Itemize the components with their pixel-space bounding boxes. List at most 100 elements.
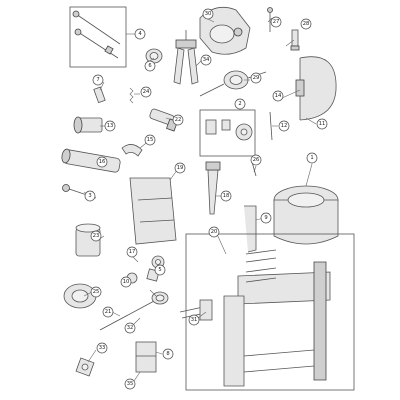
callout-7-label: 7 <box>96 77 99 83</box>
callout-10-label: 10 <box>123 279 130 285</box>
callout-35-label: 35 <box>127 381 134 387</box>
callout-12: 12 <box>278 120 290 132</box>
callout-31-label: 31 <box>191 317 198 323</box>
callout-11-label: 11 <box>319 121 326 127</box>
callout-6-label: 6 <box>148 63 151 69</box>
part-28-drift <box>290 29 300 51</box>
part-4-frame <box>69 6 127 68</box>
callout-14-label: 14 <box>275 93 282 99</box>
callout-8: 8 <box>162 348 174 360</box>
part-14-clamp <box>295 56 337 121</box>
callout-17: 17 <box>126 246 138 258</box>
part-29-spanner <box>199 70 267 97</box>
callout-22: 22 <box>172 114 184 126</box>
callout-3-label: 3 <box>88 193 91 199</box>
callout-4-label: 4 <box>138 31 142 37</box>
callout-25: 25 <box>90 286 102 298</box>
callout-27-label: 27 <box>273 19 280 25</box>
callout-15: 15 <box>144 134 156 146</box>
part-20-engine-stand-assembly <box>185 233 355 391</box>
callout-16-label: 16 <box>99 159 106 165</box>
callout-13: 13 <box>104 120 116 132</box>
callout-28: 28 <box>300 18 312 30</box>
part-35-plate <box>135 341 157 373</box>
callout-30-label: 30 <box>205 11 212 17</box>
callout-34: 34 <box>200 54 212 66</box>
part-20-frame <box>185 233 355 391</box>
part-13-puller-head <box>73 116 103 134</box>
callout-26: 26 <box>250 154 262 166</box>
callout-10: 10 <box>120 276 132 288</box>
callout-27: 27 <box>270 16 282 28</box>
part-34-two-arm-puller <box>173 30 199 85</box>
callout-29-label: 29 <box>253 75 260 81</box>
bolt-long <box>75 13 121 45</box>
callout-32: 32 <box>124 322 136 334</box>
part-4-bolt-set <box>69 6 127 68</box>
callout-22-label: 22 <box>175 117 182 123</box>
callout-1: 1 <box>306 152 318 164</box>
callout-33-label: 33 <box>99 345 106 351</box>
callout-19: 19 <box>174 162 186 174</box>
callout-25-label: 25 <box>93 289 100 295</box>
callout-20-label: 20 <box>211 229 218 235</box>
callout-13-label: 13 <box>107 123 114 129</box>
callout-16: 16 <box>96 156 108 168</box>
callout-31: 31 <box>188 314 200 326</box>
callouts: 4 30 27 28 6 34 29 14 7 24 2 13 22 12 11… <box>84 8 328 390</box>
part-25-puller-ring <box>63 283 97 309</box>
part-30-puller-housing <box>199 6 251 55</box>
callout-23-label: 23 <box>93 233 100 239</box>
callout-2-label: 2 <box>238 101 241 107</box>
callout-6: 6 <box>144 60 156 72</box>
callout-2: 2 <box>234 98 246 110</box>
part-19-stand <box>129 177 177 245</box>
callout-5: 5 <box>154 264 166 276</box>
callout-34-label: 34 <box>203 57 210 63</box>
part-24-spring <box>129 87 134 104</box>
callout-14: 14 <box>272 90 284 102</box>
part-26-pin <box>251 161 257 177</box>
callout-33: 33 <box>96 342 108 354</box>
callout-21: 21 <box>102 306 114 318</box>
callout-7: 7 <box>92 74 104 86</box>
part-18-adjust-tool <box>205 161 221 215</box>
callout-18: 18 <box>220 190 232 202</box>
part-9-bent-rod <box>244 205 257 253</box>
callout-21-label: 21 <box>105 309 112 315</box>
part-12-pin-rod <box>269 111 273 141</box>
part-16-tube <box>61 148 121 173</box>
part-15-tool <box>121 144 143 157</box>
part-1-bell-housing <box>273 185 339 245</box>
callout-19-label: 19 <box>177 165 184 171</box>
callout-5-label: 5 <box>158 267 161 273</box>
callout-26-label: 26 <box>253 157 260 163</box>
callout-18-label: 18 <box>223 193 230 199</box>
leader-lines <box>83 17 327 385</box>
callout-9-label: 9 <box>264 215 267 221</box>
part-33-locknut <box>75 357 95 377</box>
part-7-pin <box>93 86 106 104</box>
callout-4: 4 <box>134 28 146 40</box>
callout-8-label: 8 <box>166 351 169 357</box>
callout-12-label: 12 <box>281 123 288 129</box>
part-21-long-spanner <box>99 291 169 331</box>
callout-17-label: 17 <box>129 249 136 255</box>
callout-1-label: 1 <box>310 155 313 161</box>
callout-9: 9 <box>260 212 272 224</box>
callout-35: 35 <box>124 378 136 390</box>
callout-24: 24 <box>140 86 152 98</box>
callout-15-label: 15 <box>147 137 154 143</box>
callout-28-label: 28 <box>303 21 310 27</box>
callout-30: 30 <box>202 8 214 20</box>
callout-3: 3 <box>84 190 96 202</box>
callout-11: 11 <box>316 118 328 130</box>
part-27-pin <box>267 7 273 32</box>
part-2-locking-tools <box>199 109 256 157</box>
callout-23: 23 <box>90 230 102 242</box>
callout-29: 29 <box>250 72 262 84</box>
callout-32-label: 32 <box>127 325 134 331</box>
bolt-short <box>77 31 119 59</box>
